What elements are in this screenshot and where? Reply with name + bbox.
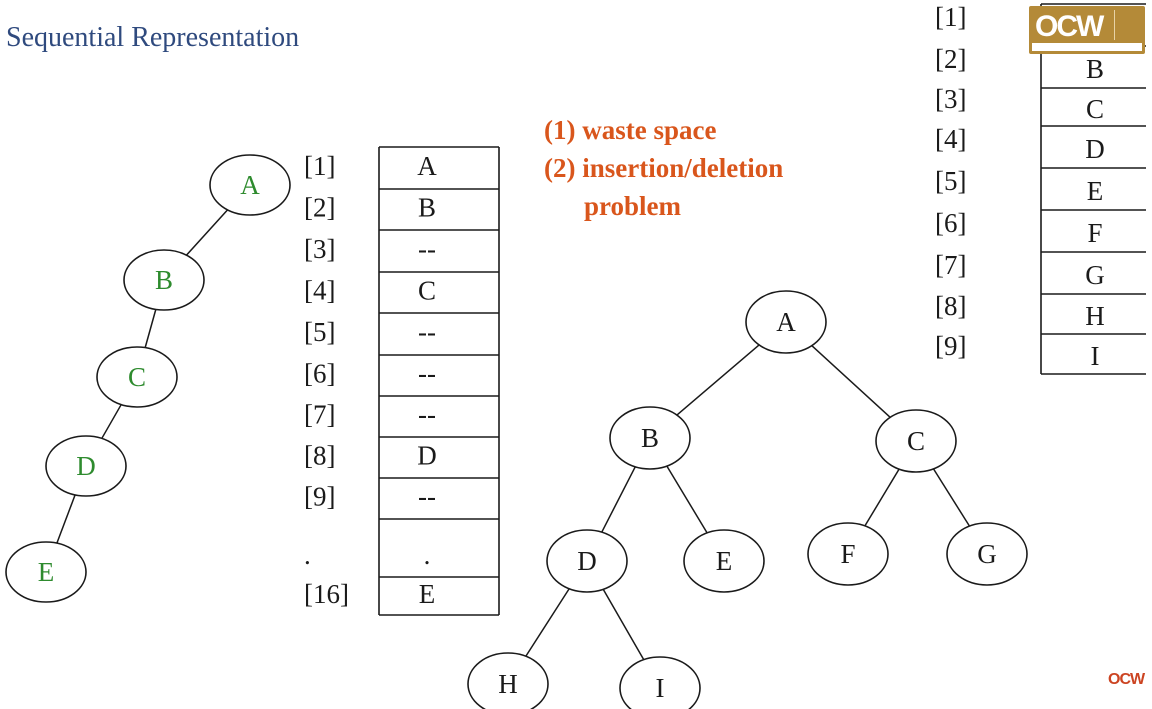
problem-item-2: (2) insertion/deletion: [544, 153, 784, 183]
right-array-index: [8]: [935, 291, 966, 321]
complete-node-g-circle: [946, 522, 1028, 586]
complete-tree: A B C D E F G H I: [467, 290, 1028, 709]
skewed-edge: [101, 404, 122, 439]
complete-node-e-circle: [683, 529, 765, 593]
complete-edge: [602, 588, 645, 661]
right-array-value: H: [1085, 301, 1105, 331]
complete-edge: [811, 345, 891, 418]
left-array-value: D: [417, 441, 437, 471]
right-array-index: [7]: [935, 250, 966, 280]
skewed-node-c-label: C: [128, 362, 146, 392]
right-array-index: [9]: [935, 331, 966, 361]
ocw-small-logo: OCW: [1108, 671, 1145, 688]
problems-list: (1) waste space (2) insertion/deletion p…: [544, 111, 783, 225]
ocw-logo-emblem: [1114, 10, 1141, 40]
complete-node-a-label: A: [776, 307, 796, 337]
right-array-value: F: [1087, 218, 1102, 248]
complete-edge: [525, 588, 570, 657]
skewed-node-e-label: E: [38, 557, 55, 587]
left-array-index: [6]: [304, 359, 335, 389]
left-array-index: [9]: [304, 482, 335, 512]
skewed-tree: A B C D E: [5, 154, 291, 603]
complete-node-d-circle: [546, 529, 628, 593]
complete-node-c-label: C: [907, 426, 925, 456]
right-array-value: D: [1085, 134, 1105, 164]
complete-edge: [932, 468, 971, 527]
skewed-node-d-label: D: [76, 451, 96, 481]
skewed-node-a-circle: [209, 154, 291, 216]
right-array-value: G: [1085, 260, 1105, 290]
left-array-index: [5]: [304, 317, 335, 347]
left-array-value: B: [418, 193, 436, 223]
complete-node-a-circle: [745, 290, 827, 354]
problem-item-2-cont: problem: [584, 191, 682, 221]
skewed-edge: [144, 309, 157, 348]
right-array-value: C: [1086, 94, 1104, 124]
right-array-index: [2]: [935, 44, 966, 74]
right-array-index: [3]: [935, 84, 966, 114]
left-array-value: --: [418, 234, 436, 264]
left-array-index: [7]: [304, 400, 335, 430]
right-array-index: [5]: [935, 166, 966, 196]
complete-node-g-label: G: [977, 539, 997, 569]
complete-node-b-circle: [609, 406, 691, 470]
complete-node-d-label: D: [577, 546, 597, 576]
skewed-node-a-label: A: [240, 170, 260, 200]
complete-edge: [676, 344, 760, 416]
left-array: [1] A [2] B [3] -- [4] C [5] -- [6] -- [7] -- [8] D [9] -…: [304, 146, 500, 616]
ocw-logo: OCW: [1029, 6, 1145, 54]
complete-node-h-label: H: [498, 669, 518, 699]
left-array-index: [1]: [304, 151, 335, 181]
right-array-value: E: [1087, 176, 1104, 206]
right-array-value: B: [1086, 54, 1104, 84]
ocw-logo-text: OCW: [1035, 10, 1104, 43]
skewed-edge: [185, 209, 229, 256]
left-array-index: [4]: [304, 276, 335, 306]
left-array-value: E: [419, 579, 436, 609]
complete-node-f-circle: [807, 522, 889, 586]
skewed-node-b-circle: [123, 249, 205, 311]
complete-node-b-label: B: [641, 423, 659, 453]
left-array-index: .: [304, 540, 311, 570]
ocw-logo-strip: [1032, 43, 1142, 51]
left-array-value: --: [418, 359, 436, 389]
left-array-value: C: [418, 276, 436, 306]
right-array-index: [1]: [935, 2, 966, 32]
page-title: Sequential Representation: [6, 22, 300, 53]
problem-item-1: (1) waste space: [544, 115, 717, 145]
complete-node-e-label: E: [716, 546, 733, 576]
right-array-index: [6]: [935, 208, 966, 238]
left-array-index: [2]: [304, 193, 335, 223]
left-array-value: .: [424, 540, 431, 570]
skewed-edge: [56, 494, 76, 544]
complete-edge: [864, 468, 900, 527]
left-array-index: [16]: [304, 579, 349, 609]
complete-node-h-circle: [467, 652, 549, 709]
complete-node-c-circle: [875, 409, 957, 473]
skewed-node-d-circle: [45, 435, 127, 497]
right-array: [1] [2] B [3] C [4] D [5] E [6] F [7] G [8] H [9] I: [935, 2, 1146, 375]
skewed-node-b-label: B: [155, 265, 173, 295]
right-array-index: [4]: [935, 124, 966, 154]
skewed-node-c-circle: [96, 346, 178, 408]
complete-edge: [601, 466, 636, 533]
complete-node-i-label: I: [656, 673, 665, 703]
left-array-index: [8]: [304, 441, 335, 471]
skewed-node-e-circle: [5, 541, 87, 603]
left-array-index: [3]: [304, 234, 335, 264]
complete-node-i-circle: [619, 656, 701, 709]
left-array-value: --: [418, 400, 436, 430]
left-array-value: --: [418, 317, 436, 347]
left-array-value: A: [417, 151, 437, 181]
complete-node-f-label: F: [840, 539, 855, 569]
complete-edge: [666, 465, 708, 534]
left-array-value: --: [418, 482, 436, 512]
right-array-value: I: [1091, 341, 1100, 371]
